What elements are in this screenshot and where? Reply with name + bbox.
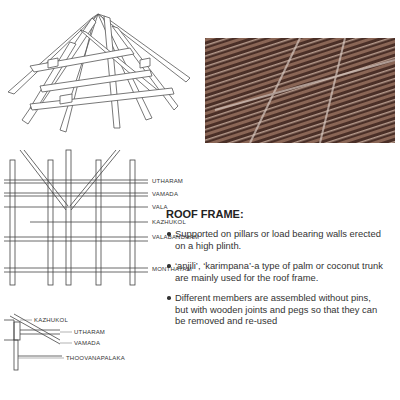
leader-lines — [18, 320, 72, 358]
bullet-note: Supported on pillars or load bearing wal… — [166, 228, 384, 251]
part-label: KAZHUKOL — [152, 219, 186, 225]
roof-photo — [205, 38, 395, 143]
part-label: UTHARAM — [152, 178, 183, 184]
bullet-note: ‘anjili’, ‘karimpana’-a type of palm or … — [166, 260, 384, 283]
part-label: KAZHUKOL — [34, 317, 68, 323]
part-label: THOOVANAPALAKA — [66, 355, 125, 361]
heading: ROOF FRAME: — [166, 208, 244, 220]
roof-elevation — [4, 150, 148, 285]
part-label: UTHARAM — [74, 329, 105, 335]
part-label: VALA — [152, 204, 168, 210]
part-label: VAMADA — [74, 340, 100, 346]
photo-rafters — [215, 38, 395, 143]
bullet-note: Different members are assembled without … — [166, 292, 384, 327]
roof-truss-sketch — [8, 14, 190, 132]
part-label: VAMADA — [152, 191, 178, 197]
